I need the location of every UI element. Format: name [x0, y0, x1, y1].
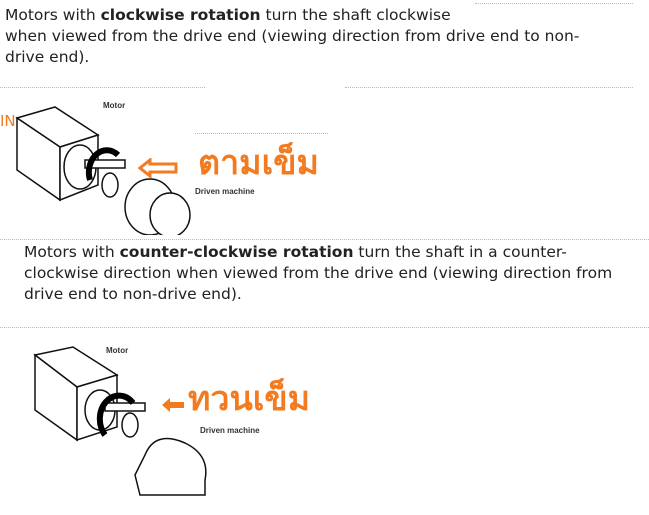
driven-machine-label: Driven machine [200, 426, 260, 435]
text: turn the shaft clockwise [260, 6, 451, 24]
arrow-left-icon [162, 398, 184, 412]
text: when viewed from the drive end (viewing … [5, 27, 580, 45]
paragraph-clockwise: Motors with clockwise rotation turn the … [5, 5, 579, 68]
divider [0, 327, 649, 328]
text: Motors with [5, 6, 101, 24]
thai-label-counter-clockwise: ทวนเข็ม [188, 379, 311, 419]
divider [195, 133, 328, 134]
arrow-left-icon [138, 158, 178, 178]
divider [345, 87, 633, 88]
side-text: IN [0, 112, 16, 130]
text: clockwise direction when viewed from the… [24, 264, 613, 282]
bold-term: clockwise rotation [100, 6, 261, 24]
thai-label-clockwise: ตามเข็ม [198, 143, 319, 183]
divider [0, 87, 205, 88]
motor-clockwise-illustration [15, 106, 191, 235]
bold-term: counter-clockwise rotation [119, 243, 354, 261]
divider [475, 3, 633, 4]
text: Motors with [24, 243, 120, 261]
motor-label: Motor [103, 101, 126, 110]
text: turn the shaft in a counter- [353, 243, 567, 261]
text: drive end to non-drive end). [24, 285, 242, 303]
driven-machine-label: Driven machine [195, 187, 255, 196]
motor-counter-clockwise-illustration [33, 346, 207, 496]
text: drive end). [5, 48, 90, 66]
divider [0, 239, 649, 240]
paragraph-counter-clockwise: Motors with counter-clockwise rotation t… [24, 242, 612, 305]
motor-label: Motor [106, 346, 129, 355]
